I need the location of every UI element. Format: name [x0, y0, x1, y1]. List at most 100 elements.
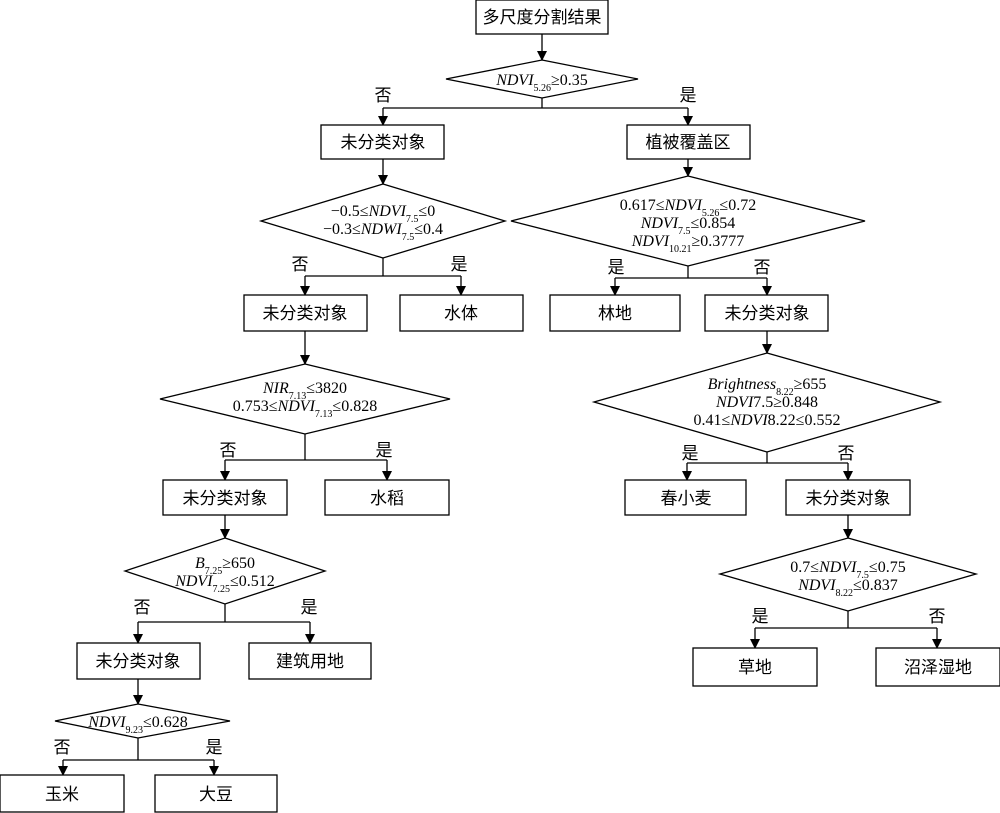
- condition-operator: ≥650: [222, 555, 255, 572]
- branch-label-no: 否: [929, 607, 946, 627]
- decision-diamond-forest: [510, 175, 866, 267]
- branch-label-yes: 是: [680, 86, 697, 106]
- corn-box: [0, 774, 125, 813]
- condition-operator: ≥655: [794, 376, 827, 393]
- condition-operator: ≥0.35: [551, 72, 588, 89]
- decision-diamond-rice: [159, 363, 451, 435]
- condition-line: 0.7≤NDVI7.5≤0.75: [790, 559, 905, 581]
- unclassified-label: 未分类对象: [183, 489, 268, 509]
- condition-variable: NDVI: [631, 233, 670, 250]
- branch-label-no: 否: [220, 441, 237, 461]
- connectors: [58, 34, 942, 776]
- soybean-box: [154, 774, 278, 813]
- condition-subscript: 7.5: [406, 214, 419, 225]
- unclassified-box: [704, 294, 829, 332]
- condition-line: −0.3≤NDWI7.5≤0.4: [323, 221, 443, 243]
- condition-subscript: 7.5: [678, 226, 691, 237]
- condition-variable: NIR: [262, 380, 289, 397]
- decision-diamond-built-up: [122, 537, 328, 605]
- spring-wheat-box: [624, 479, 747, 516]
- condition-c2: −0.5≤NDVI7.5≤0−0.3≤NDWI7.5≤0.4: [323, 203, 443, 243]
- condition-operator: ≥0.3777: [692, 233, 745, 250]
- unclassified-box: [76, 642, 201, 680]
- condition-operator: ≤0: [418, 203, 435, 220]
- built-up-land-box: [248, 642, 372, 680]
- corn-label: 玉米: [45, 785, 79, 805]
- condition-c1: NDVI5.26≥0.35: [495, 72, 588, 94]
- root-label: 多尺度分割结果: [483, 8, 602, 28]
- condition-line: NIR7.13≤3820: [262, 380, 347, 402]
- forest-label: 林地: [598, 304, 632, 324]
- condition-variable: Brightness: [708, 376, 776, 393]
- branch-labels: 否 是 否 是 是 否 否 是 是 否 否 是 是 否 否 是: [54, 86, 946, 758]
- branch-label-no: 否: [134, 598, 151, 618]
- built-up-land-label: 建筑用地: [276, 652, 344, 672]
- decision-diamond-grassland: [717, 537, 979, 612]
- rice-box: [324, 479, 450, 516]
- condition-subscript: 5.26: [702, 208, 720, 219]
- condition-line: NDVI5.26≥0.35: [495, 72, 588, 94]
- unclassified-box: [320, 124, 445, 160]
- condition-operator: ≤0.837: [853, 577, 898, 594]
- condition-line: 0.753≤NDVI7.13≤0.828: [233, 398, 377, 420]
- condition-subscript: 8.22: [776, 387, 794, 398]
- branch-label-no: 否: [375, 86, 392, 106]
- branch-label-yes: 是: [752, 607, 769, 627]
- condition-variable: NDVI: [818, 559, 857, 576]
- condition-line: Brightness8.22≥655: [708, 376, 827, 398]
- condition-subscript: 7.5: [856, 570, 869, 581]
- condition-variable: NDVI: [664, 197, 703, 214]
- condition-subscript: 10.21: [669, 244, 692, 255]
- decision-diamond-water: [258, 183, 508, 259]
- unclassified-label: 未分类对象: [263, 304, 348, 324]
- condition-operator: 8.22≤0.552: [768, 412, 841, 429]
- condition-variable: NDVI: [729, 412, 768, 429]
- condition-subscript: 7.13: [289, 391, 307, 402]
- condition-subscript: 8.22: [836, 588, 854, 599]
- branch-label-yes: 是: [682, 444, 699, 464]
- condition-variable: NDVI: [277, 398, 316, 415]
- node-labels: 多尺度分割结果 未分类对象 植被覆盖区 未分类对象 水体 林地 未分类对象 未分…: [45, 8, 972, 805]
- condition-subscript: 7.25: [205, 566, 223, 577]
- vegetation-box: [626, 124, 751, 160]
- grassland-label: 草地: [738, 658, 772, 678]
- unclassified-label: 未分类对象: [341, 133, 426, 153]
- condition-line: B7.25≥650: [195, 555, 255, 577]
- branch-label-no: 否: [838, 444, 855, 464]
- unclassified-box: [162, 479, 288, 516]
- condition-operator: ≤0.828: [332, 398, 377, 415]
- condition-line: −0.5≤NDVI7.5≤0: [331, 203, 435, 225]
- condition-variable: B: [195, 555, 205, 572]
- condition-subscript: 9.23: [126, 725, 144, 736]
- rice-label: 水稻: [370, 489, 404, 509]
- condition-operator: ≤0.512: [230, 573, 275, 590]
- unclassified-box: [243, 294, 368, 332]
- condition-operator: 0.41≤: [694, 412, 731, 429]
- condition-line: 0.617≤NDVI5.26≤0.72: [620, 197, 756, 219]
- wetland-label: 沼泽湿地: [904, 658, 972, 678]
- unclassified-label: 未分类对象: [725, 304, 810, 324]
- water-label: 水体: [444, 304, 478, 324]
- branch-label-yes: 是: [206, 738, 223, 758]
- condition-variable: NDVI: [174, 573, 213, 590]
- forest-box: [549, 294, 681, 332]
- condition-line: NDVI7.25≤0.512: [174, 573, 275, 595]
- condition-line: NDVI8.22≤0.837: [797, 577, 898, 599]
- unclassified-label: 未分类对象: [96, 652, 181, 672]
- branch-label-yes: 是: [451, 255, 468, 275]
- condition-subscript: 7.25: [213, 584, 231, 595]
- condition-operator: −0.3≤: [323, 221, 361, 238]
- condition-operator: ≤3820: [306, 380, 347, 397]
- condition-operator: 0.617≤: [620, 197, 665, 214]
- spring-wheat-label: 春小麦: [661, 489, 712, 509]
- unclassified-box: [785, 479, 911, 516]
- water-box: [399, 294, 524, 332]
- condition-line: 0.41≤NDVI8.22≤0.552: [694, 412, 841, 429]
- condition-subscript: 5.26: [534, 83, 552, 94]
- root-box: [475, 0, 609, 35]
- decision-diamond-spring-wheat: [591, 352, 943, 453]
